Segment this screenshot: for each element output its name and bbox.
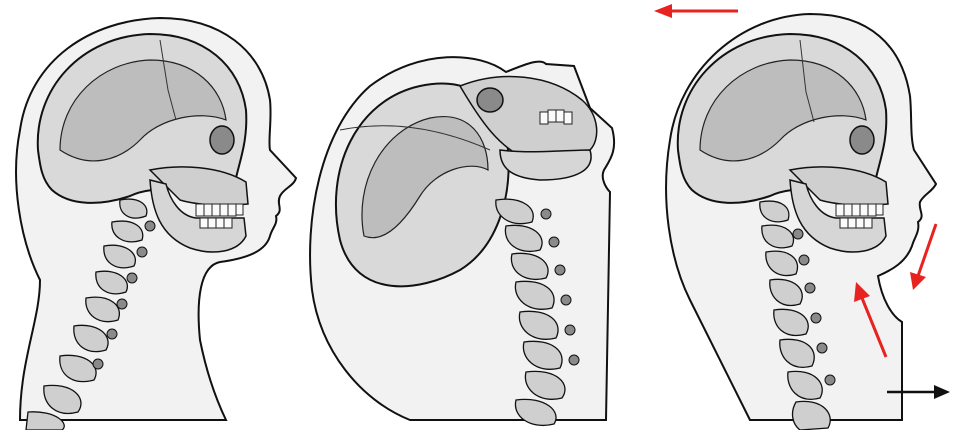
neutral-skull-illustration xyxy=(0,0,300,430)
forward-skull-illustration xyxy=(630,0,953,430)
tilted-back-panel xyxy=(300,0,630,430)
neutral-posture-panel xyxy=(0,0,300,430)
forward-head-panel xyxy=(630,0,953,430)
tilted-skull-illustration xyxy=(300,0,630,430)
